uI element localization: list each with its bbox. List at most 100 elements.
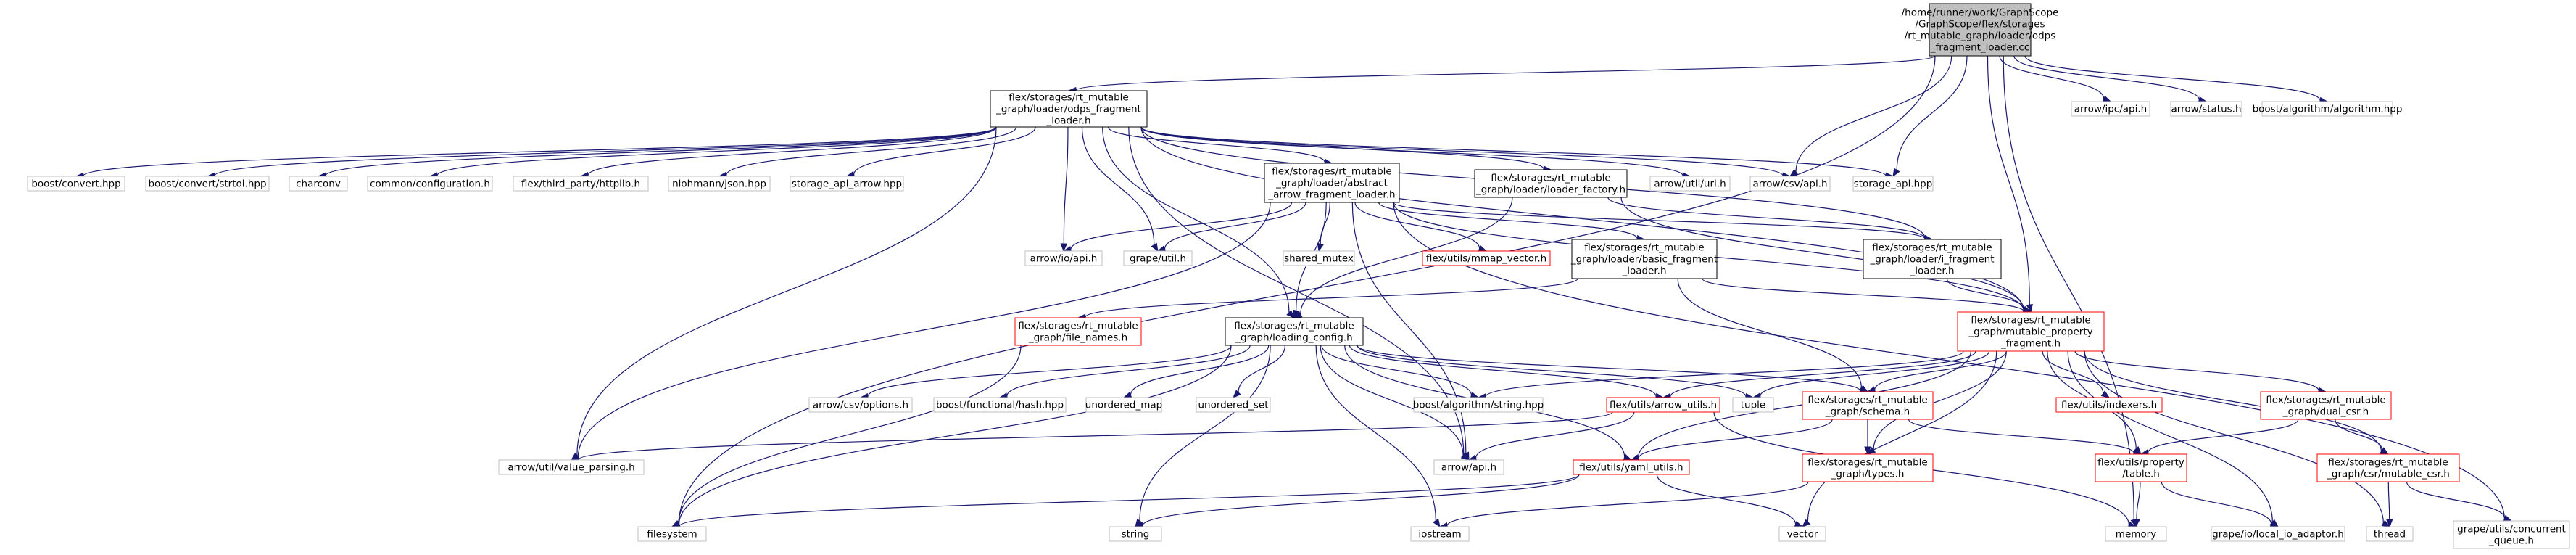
node-label-line: _graph/loader/abstract bbox=[1275, 178, 1388, 189]
node-shared-mutex[interactable]: shared_mutex bbox=[1283, 250, 1355, 266]
node-mutable-property[interactable]: flex/storages/rt_mutable_graph/mutable_p… bbox=[1957, 311, 2105, 352]
node-box bbox=[2366, 526, 2414, 542]
edge-root-to-boost_algo bbox=[2024, 55, 2329, 104]
node-box bbox=[513, 176, 649, 192]
node-abstract-arrow[interactable]: flex/storages/rt_mutable_graph/loader/ab… bbox=[1264, 163, 1400, 203]
node-label-line: _graph/mutable_property bbox=[1968, 326, 2092, 338]
node-boost-algo[interactable]: boost/algorithm/algorithm.hpp bbox=[2253, 101, 2403, 117]
node-i-fragment[interactable]: flex/storages/rt_mutable_graph/loader/i_… bbox=[1863, 239, 2002, 279]
node-concurrent-queue[interactable]: grape/utils/concurrent_queue.h bbox=[2453, 520, 2570, 549]
node-unordered-map[interactable]: unordered_map bbox=[1085, 397, 1162, 413]
node-types[interactable]: flex/storages/rt_mutable_graph/types.h bbox=[1802, 453, 1934, 482]
node-unordered-set[interactable]: unordered_set bbox=[1196, 397, 1271, 413]
node-box bbox=[2316, 453, 2460, 482]
node-label-line: storage_api.hpp bbox=[1854, 178, 1933, 190]
edge-odps_h-to-boost_convert bbox=[75, 126, 997, 180]
node-mutable-csr[interactable]: flex/storages/rt_mutable_graph/csr/mutab… bbox=[2316, 453, 2460, 482]
node-label-line: grape/util.h bbox=[1130, 253, 1186, 265]
node-box bbox=[1422, 250, 1551, 266]
node-label-line: storage_api_arrow.hpp bbox=[792, 178, 902, 190]
node-box bbox=[289, 176, 348, 192]
node-arrow-csv-options[interactable]: arrow/csv/options.h bbox=[808, 397, 913, 413]
node-tuple[interactable]: tuple bbox=[1732, 397, 1774, 413]
node-loader-factory[interactable]: flex/storages/rt_mutable_graph/loader/lo… bbox=[1474, 169, 1628, 198]
node-box bbox=[1732, 397, 1774, 413]
node-boost-strtol[interactable]: boost/convert/strtol.hpp bbox=[145, 176, 270, 192]
node-file-names[interactable]: flex/storages/rt_mutable_graph/file_name… bbox=[1014, 317, 1142, 346]
node-schema[interactable]: flex/storages/rt_mutable_graph/schema.h bbox=[1802, 391, 1934, 420]
edge-abstract_arrow-to-basic_fragment bbox=[1378, 202, 1646, 242]
node-label-line: _loader.h bbox=[1621, 266, 1666, 277]
node-box bbox=[1649, 176, 1731, 192]
edge-abstract_arrow-to-arrow_api bbox=[1351, 202, 1470, 461]
node-box bbox=[2055, 397, 2163, 413]
node-label-line: boost/algorithm/string.hpp bbox=[1413, 400, 1544, 411]
node-label-line: memory bbox=[2116, 529, 2156, 540]
node-label-line: flex/storages/rt_mutable bbox=[2328, 457, 2448, 469]
node-httplib[interactable]: flex/third_party/httplib.h bbox=[513, 176, 649, 192]
node-box bbox=[2211, 526, 2345, 542]
node-thread[interactable]: thread bbox=[2366, 526, 2414, 542]
edge-types-to-iostream bbox=[1438, 481, 1809, 530]
node-boost-convert[interactable]: boost/convert.hpp bbox=[27, 176, 125, 192]
node-dual-csr[interactable]: flex/storages/rt_mutable_graph/dual_csr.… bbox=[2260, 391, 2392, 420]
node-label-line: flex/storages/rt_mutable bbox=[1807, 395, 1927, 406]
edge-mutable_csr-to-thread bbox=[2385, 481, 2393, 528]
node-arrow-utils[interactable]: flex/utils/arrow_utils.h bbox=[1606, 397, 1720, 413]
node-label-line: arrow/csv/options.h bbox=[813, 400, 908, 411]
node-box bbox=[668, 176, 771, 192]
node-arrow-util-uri[interactable]: arrow/util/uri.h bbox=[1649, 176, 1731, 192]
edge-odps_h-to-arrow_csv_api bbox=[1140, 126, 1792, 179]
node-string[interactable]: string bbox=[1109, 526, 1162, 542]
node-charconv[interactable]: charconv bbox=[289, 176, 348, 192]
node-box bbox=[790, 176, 904, 192]
node-box bbox=[1802, 391, 1934, 420]
node-label-line: flex/storages/rt_mutable bbox=[1807, 457, 1927, 469]
node-label-line: nlohmann/json.hpp bbox=[672, 178, 766, 190]
edge-schema-to-types bbox=[1864, 419, 1871, 456]
node-label-line: flex/storages/rt_mutable bbox=[1018, 321, 1138, 332]
node-filesystem[interactable]: filesystem bbox=[637, 526, 707, 542]
node-arrow-csv-api[interactable]: arrow/csv/api.h bbox=[1749, 176, 1831, 192]
node-arrow-status[interactable]: arrow/status.h bbox=[2170, 101, 2242, 117]
node-arrow-api[interactable]: arrow/api.h bbox=[1433, 459, 1504, 475]
node-label-line: flex/utils/yaml_utils.h bbox=[1579, 462, 1683, 474]
node-storage-api-arrow[interactable]: storage_api_arrow.hpp bbox=[790, 176, 904, 192]
edge-odps_h-to-mutable_property bbox=[1140, 126, 2032, 314]
edge-arrow_utils-to-arrow_api bbox=[1467, 411, 1635, 461]
edge-yaml_utils-to-string bbox=[1134, 474, 1580, 530]
node-label-line: unordered_map bbox=[1085, 400, 1162, 411]
node-iostream[interactable]: iostream bbox=[1410, 526, 1470, 542]
node-storage-api[interactable]: storage_api.hpp bbox=[1852, 176, 1934, 192]
edge-mutable_csr-to-concurrent_queue bbox=[2406, 481, 2513, 522]
node-mmap-vector[interactable]: flex/utils/mmap_vector.h bbox=[1422, 250, 1551, 266]
node-value-parsing[interactable]: arrow/util/value_parsing.h bbox=[498, 459, 645, 475]
node-vector[interactable]: vector bbox=[1778, 526, 1826, 542]
node-yaml-utils[interactable]: flex/utils/yaml_utils.h bbox=[1573, 459, 1690, 475]
node-box bbox=[1929, 3, 2032, 57]
edge-odps_h-to-charconv bbox=[317, 126, 997, 179]
node-label-line: /home/runner/work/GraphScope bbox=[1902, 7, 2059, 19]
node-boost-hash[interactable]: boost/functional/hash.hpp bbox=[933, 397, 1067, 413]
node-indexers[interactable]: flex/utils/indexers.h bbox=[2055, 397, 2163, 413]
edge-abstract_arrow-to-shared_mutex bbox=[1317, 202, 1330, 252]
node-label-line: flex/third_party/httplib.h bbox=[521, 178, 640, 190]
node-boost-string[interactable]: boost/algorithm/string.hpp bbox=[1413, 397, 1544, 413]
node-property-table[interactable]: flex/utils/property/table.h bbox=[2095, 453, 2187, 482]
node-arrow-ipc[interactable]: arrow/ipc/api.h bbox=[2071, 101, 2150, 117]
node-grape-util[interactable]: grape/util.h bbox=[1123, 250, 1193, 266]
node-box bbox=[2071, 101, 2150, 117]
edge-loader_factory-to-i_fragment bbox=[1607, 197, 1934, 242]
node-local-io[interactable]: grape/io/local_io_adaptor.h bbox=[2211, 526, 2345, 542]
node-root[interactable]: /home/runner/work/GraphScope/GraphScope/… bbox=[1902, 3, 2059, 57]
edge-mutable_property-to-schema bbox=[1866, 350, 2007, 393]
node-label-line: _graph/loader/odps_fragment bbox=[995, 104, 1141, 115]
node-common-config[interactable]: common/configuration.h bbox=[367, 176, 493, 192]
node-memory[interactable]: memory bbox=[2105, 526, 2167, 542]
node-basic-fragment[interactable]: flex/storages/rt_mutable_graph/loader/ba… bbox=[1570, 239, 1718, 279]
node-nlohmann[interactable]: nlohmann/json.hpp bbox=[668, 176, 771, 192]
node-loading-config[interactable]: flex/storages/rt_mutable_graph/loading_c… bbox=[1225, 317, 1364, 346]
node-odps-h[interactable]: flex/storages/rt_mutable_graph/loader/od… bbox=[990, 90, 1148, 128]
node-arrow-io-api[interactable]: arrow/io/api.h bbox=[1024, 250, 1103, 266]
